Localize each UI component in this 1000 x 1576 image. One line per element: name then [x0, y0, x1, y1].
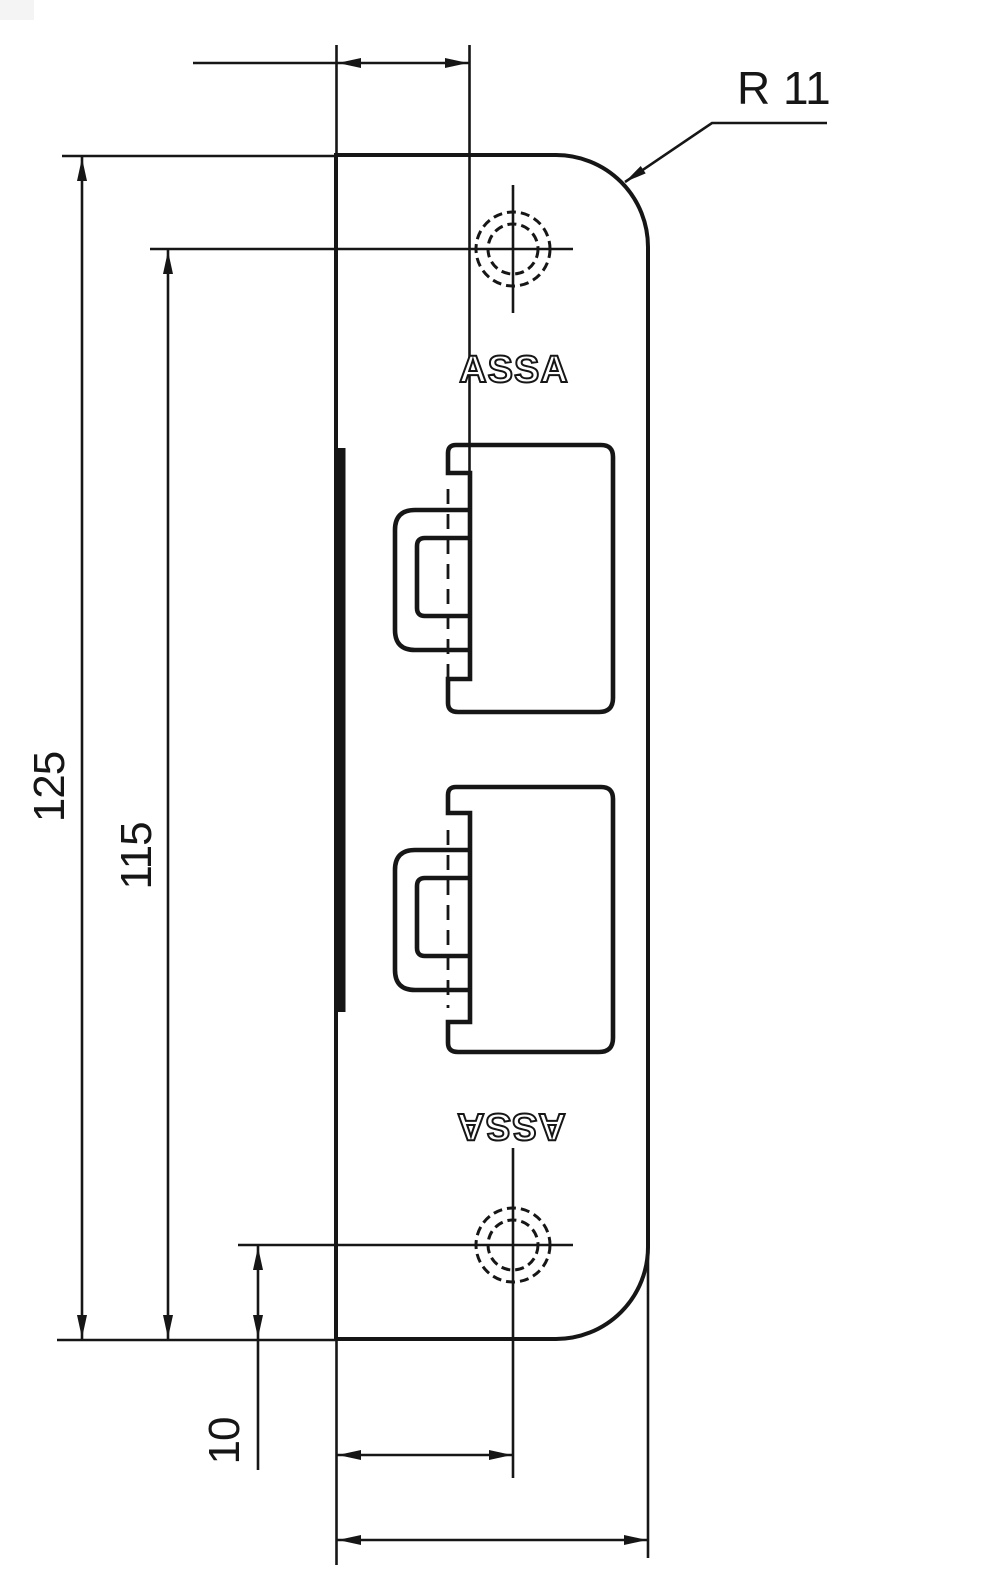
arrowhead-up-icon — [253, 1247, 263, 1270]
top-screw-hole-countersink-circle — [474, 210, 552, 288]
brand-stamp-top: ASSA — [459, 349, 569, 391]
upper-latch-bolt-inner — [414, 535, 470, 619]
upper-latch-bolt-outer — [392, 507, 470, 653]
dimension-bottom-offset — [253, 1246, 263, 1470]
scan-artifact — [0, 0, 34, 20]
lower-latch-cutout — [392, 784, 616, 1055]
radius-leader-line — [624, 121, 827, 184]
bottom-offset-label: 10 — [200, 1418, 249, 1465]
overall-height-label: 125 — [25, 752, 74, 822]
arrowhead-left-icon — [338, 58, 361, 68]
lower-latch-bolt-inner — [414, 875, 470, 959]
upper-latch-cutout — [392, 442, 616, 715]
dimension-hole-height — [163, 250, 173, 1339]
arrowhead-down-icon — [253, 1315, 263, 1338]
arrowhead-down-icon — [77, 1315, 87, 1338]
arrowhead-right-icon — [489, 1450, 512, 1460]
upper-latch-cutout-outline — [445, 442, 616, 715]
radius-callout: R 11 — [624, 62, 831, 184]
dimension-bottom-hole-offset — [337, 1450, 513, 1460]
top-screw-hole-inner-circle — [486, 222, 540, 276]
bottom-screw-hole-countersink-circle — [474, 1206, 552, 1284]
arrowhead-right-icon — [624, 1535, 647, 1545]
arrowhead-leader-icon — [625, 166, 646, 182]
arrowhead-left-icon — [338, 1450, 361, 1460]
top-screw-hole — [474, 210, 552, 288]
arrowhead-right-icon — [445, 58, 468, 68]
bottom-screw-hole-inner-circle — [486, 1218, 540, 1272]
plate-outline — [334, 153, 650, 1341]
lower-latch-cutout-outline — [445, 784, 616, 1055]
radius-label: R 11 — [737, 62, 831, 114]
arrowhead-down-icon — [163, 1315, 173, 1338]
hole-height-label: 115 — [112, 822, 161, 889]
arrowhead-up-icon — [163, 251, 173, 274]
dimension-top-width — [193, 58, 469, 68]
brand-stamp-bottom: ASSA — [456, 1105, 566, 1147]
lower-latch-bolt-outer — [392, 847, 470, 993]
dimension-bottom-width — [337, 1535, 648, 1545]
dimension-overall-height — [77, 157, 87, 1339]
arrowhead-up-icon — [77, 158, 87, 181]
bottom-screw-hole — [474, 1206, 552, 1284]
arrowhead-left-icon — [338, 1535, 361, 1545]
